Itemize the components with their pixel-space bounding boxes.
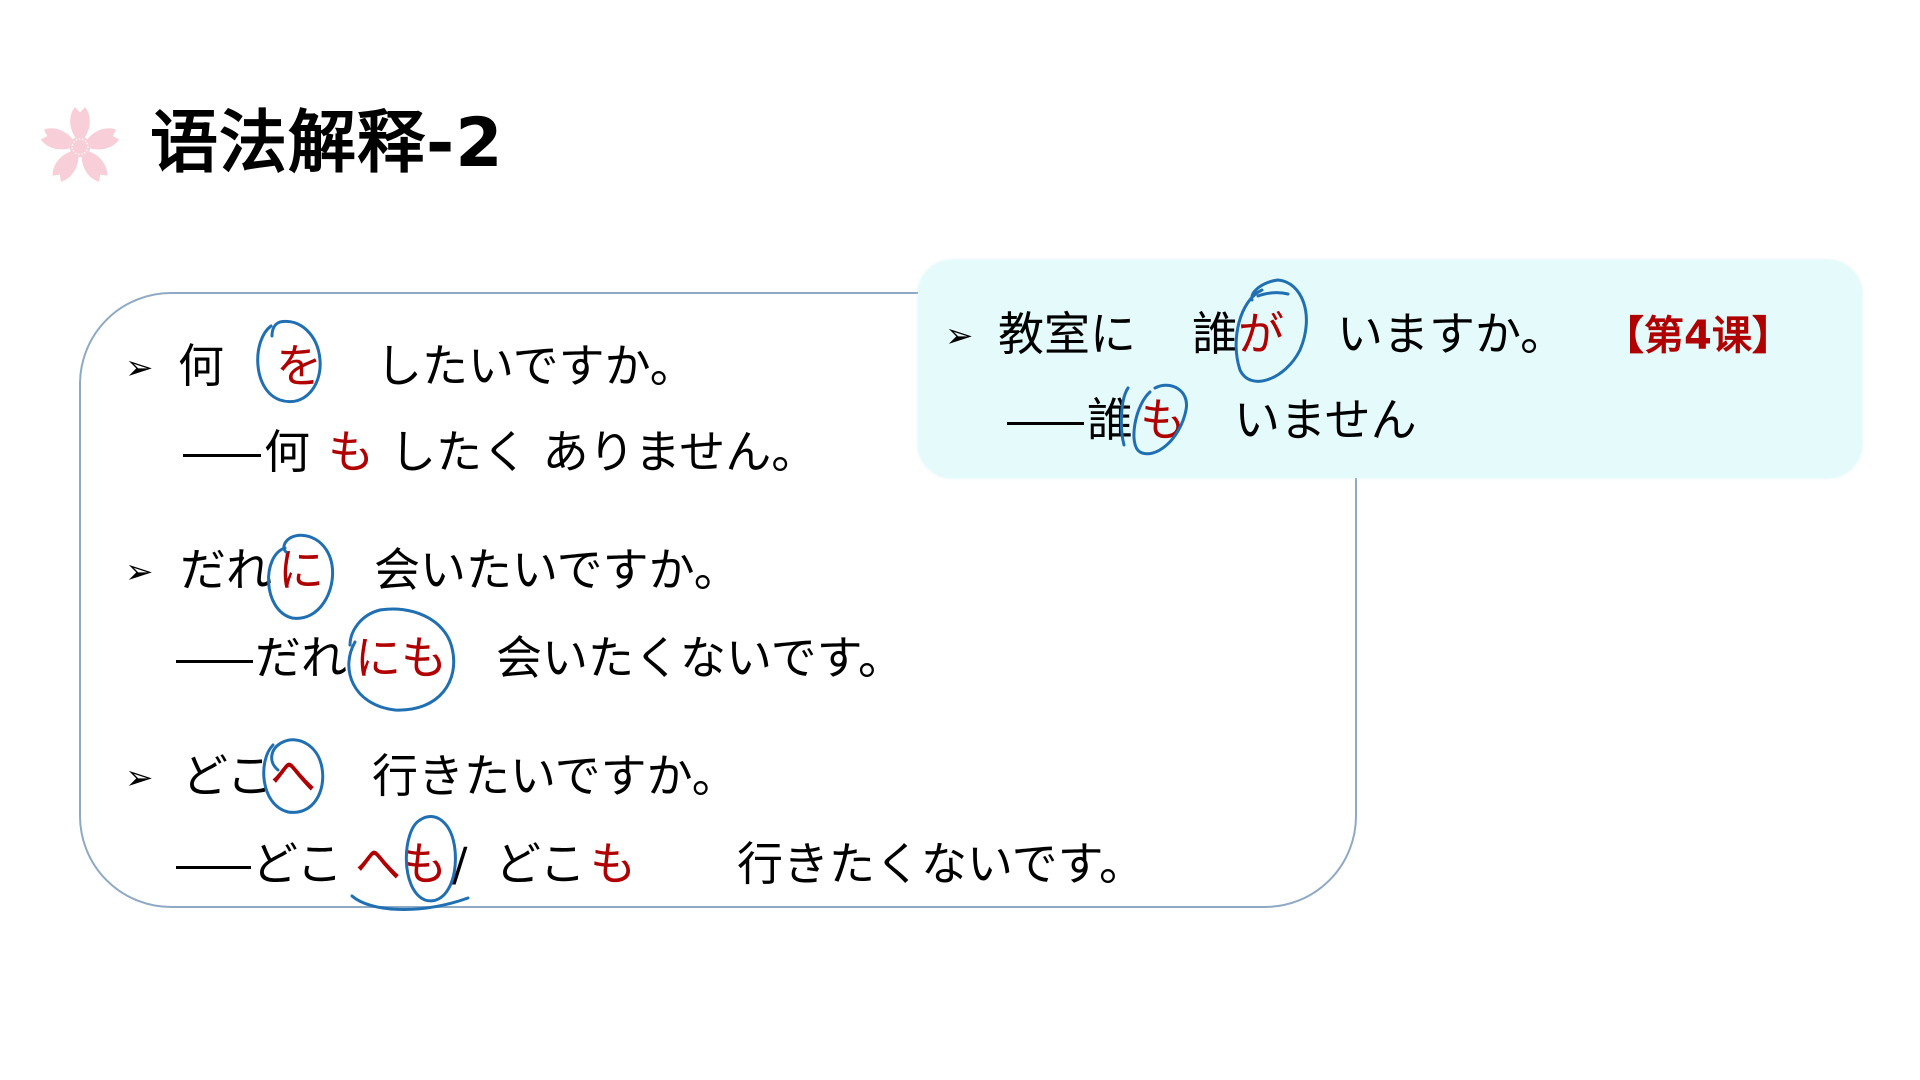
example-3-answer-alt-before: どこ: [495, 837, 586, 891]
example-2-answer-before: だれ: [255, 631, 347, 685]
example-3-answer-alt-particle: も: [590, 837, 636, 891]
example-1-answer-before: 何: [264, 425, 310, 479]
example-1-question-after: したいですか。: [376, 339, 696, 393]
bullet-arrow-icon: ➢: [125, 348, 154, 388]
example-3-answer-after: 行きたくないです。: [737, 837, 1146, 891]
example-3-answer-separator: /: [452, 837, 468, 891]
answer-dash: [176, 660, 253, 663]
bullet-arrow-icon: ➢: [945, 316, 974, 356]
example-3-question-before: どこ: [182, 749, 273, 803]
lesson-4-reference-box: [918, 260, 1862, 478]
page-title: 语法解释-2: [150, 104, 504, 183]
example-2-answer-particle: にも: [355, 631, 447, 685]
example-3-answer-particle: へも: [355, 837, 447, 891]
example-3-question-after: 行きたいですか。: [372, 749, 738, 803]
reference-answer-subject: 誰: [1087, 393, 1133, 447]
example-1-answer-particle: も: [328, 425, 374, 479]
cherry-blossom-icon: [39, 107, 121, 185]
reference-question-subject: 誰: [1192, 307, 1238, 361]
example-2-question-after: 会いたいですか。: [374, 543, 740, 597]
reference-answer-particle: も: [1140, 393, 1186, 447]
example-2-question-before: だれ: [180, 543, 272, 597]
reference-answer-after: いません: [1234, 393, 1417, 447]
example-1-answer-after: したく ありません。: [390, 425, 818, 479]
reference-question-after: いますか。: [1337, 307, 1567, 361]
example-1-question-particle: を: [276, 339, 322, 393]
bullet-arrow-icon: ➢: [125, 552, 154, 592]
bullet-arrow-icon: ➢: [125, 758, 154, 798]
reference-question-particle: が: [1238, 307, 1284, 361]
reference-question-before: 教室に: [998, 307, 1136, 361]
example-3-answer-before: どこ: [252, 837, 343, 891]
example-2-answer-after: 会いたくないです。: [496, 631, 905, 685]
answer-dash: [176, 866, 251, 869]
example-3-question-particle: へ: [270, 749, 316, 803]
example-1-question-before: 何: [178, 339, 224, 393]
lesson-tag: 【第4课】: [1604, 313, 1792, 359]
answer-dash: [1007, 422, 1084, 425]
answer-dash: [183, 454, 261, 457]
example-2-question-particle: に: [278, 543, 324, 597]
